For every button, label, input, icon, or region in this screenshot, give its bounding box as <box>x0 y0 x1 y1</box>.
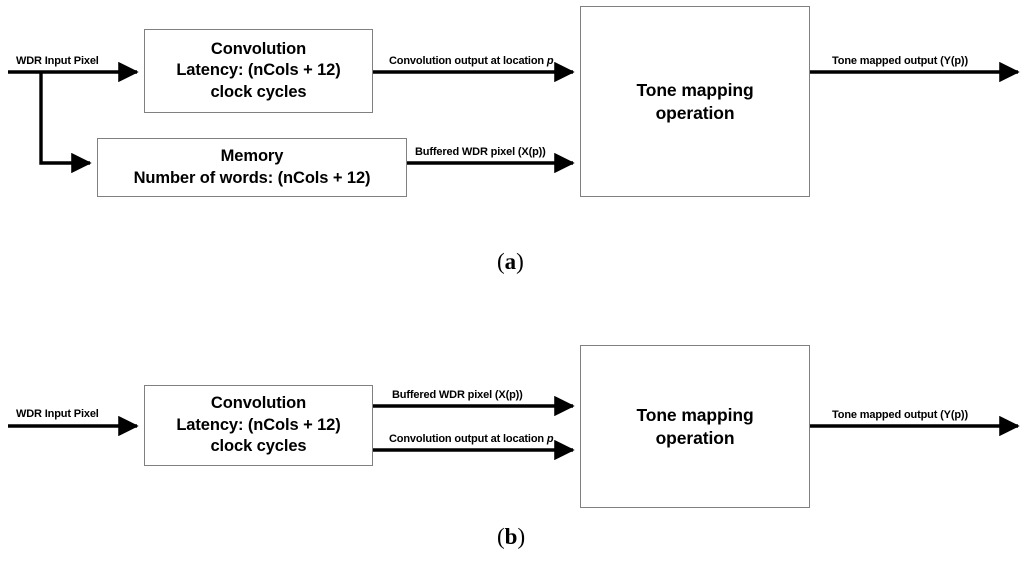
memory-line-1: Memory <box>220 147 284 166</box>
panel-b-convolution-block: Convolution Latency: (nCols + 12) clock … <box>144 385 373 466</box>
tone-mapping-line-1: Tone mapping <box>636 79 754 100</box>
tone-mapping-line-1: Tone mapping <box>636 404 754 425</box>
label-italic-var: p <box>546 55 554 67</box>
panel-b-buffered-wdr-label: Buffered WDR pixel (X(p)) <box>392 389 523 401</box>
label-text: Tone mapped output (Y(p)) <box>832 55 968 67</box>
panel-a-caption: (a) <box>497 249 524 275</box>
convolution-line-2: Latency: (nCols + 12) <box>176 61 341 80</box>
convolution-line-3: clock cycles <box>210 82 307 101</box>
panel-b-tone-mapped-output-label: Tone mapped output (Y(p)) <box>832 409 968 421</box>
label-text: Convolution output at location <box>389 55 547 67</box>
label-text: WDR Input Pixel <box>16 408 99 420</box>
caption-close-paren: ) <box>516 249 524 274</box>
tone-mapping-line-2: operation <box>655 102 735 123</box>
panel-b-convolution-label: Convolution Latency: (nCols + 12) clock … <box>176 393 340 457</box>
panel-b-caption: (b) <box>497 524 525 550</box>
panel-a-convolution-output-label: Convolution output at location p <box>389 55 554 67</box>
convolution-line-1: Convolution <box>210 394 307 413</box>
panel-a-memory-block: Memory Number of words: (nCols + 12) <box>97 138 407 197</box>
panel-b-wdr-input-label: WDR Input Pixel <box>16 408 99 420</box>
label-text: Buffered WDR pixel (X(p)) <box>392 389 523 401</box>
label-text: Tone mapped output (Y(p)) <box>832 409 968 421</box>
label-italic-var: p <box>546 433 554 445</box>
tone-mapping-line-2: operation <box>655 427 735 448</box>
caption-open-paren: ( <box>497 524 505 549</box>
panel-b-convolution-output-label: Convolution output at location p <box>389 433 554 445</box>
panel-a-convolution-block: Convolution Latency: (nCols + 12) clock … <box>144 29 373 113</box>
panel-a-wdr-input-label: WDR Input Pixel <box>16 55 99 67</box>
panel-a-tone-mapping-label: Tone mapping operation <box>636 79 753 125</box>
caption-letter: b <box>504 524 518 549</box>
convolution-line-2: Latency: (nCols + 12) <box>176 415 341 434</box>
edge-wdr-branch-a <box>39 72 92 174</box>
label-text: Convolution output at location <box>389 433 547 445</box>
panel-b-tone-mapping-label: Tone mapping operation <box>636 404 753 450</box>
memory-line-2: Number of words: (nCols + 12) <box>133 168 371 187</box>
caption-close-paren: ) <box>517 524 526 549</box>
label-text: WDR Input Pixel <box>16 55 99 67</box>
label-text: Buffered WDR pixel (X(p)) <box>415 146 546 158</box>
caption-open-paren: ( <box>497 249 505 274</box>
convolution-line-3: clock cycles <box>210 437 307 456</box>
panel-b-tone-mapping-block: Tone mapping operation <box>580 345 810 508</box>
panel-a-buffered-wdr-label: Buffered WDR pixel (X(p)) <box>415 146 546 158</box>
panel-a-memory-label: Memory Number of words: (nCols + 12) <box>134 146 371 189</box>
caption-letter: a <box>504 249 517 274</box>
convolution-line-1: Convolution <box>210 39 307 58</box>
panel-a-tone-mapping-block: Tone mapping operation <box>580 6 810 197</box>
panel-a-convolution-label: Convolution Latency: (nCols + 12) clock … <box>176 39 340 103</box>
panel-a-tone-mapped-output-label: Tone mapped output (Y(p)) <box>832 55 968 67</box>
